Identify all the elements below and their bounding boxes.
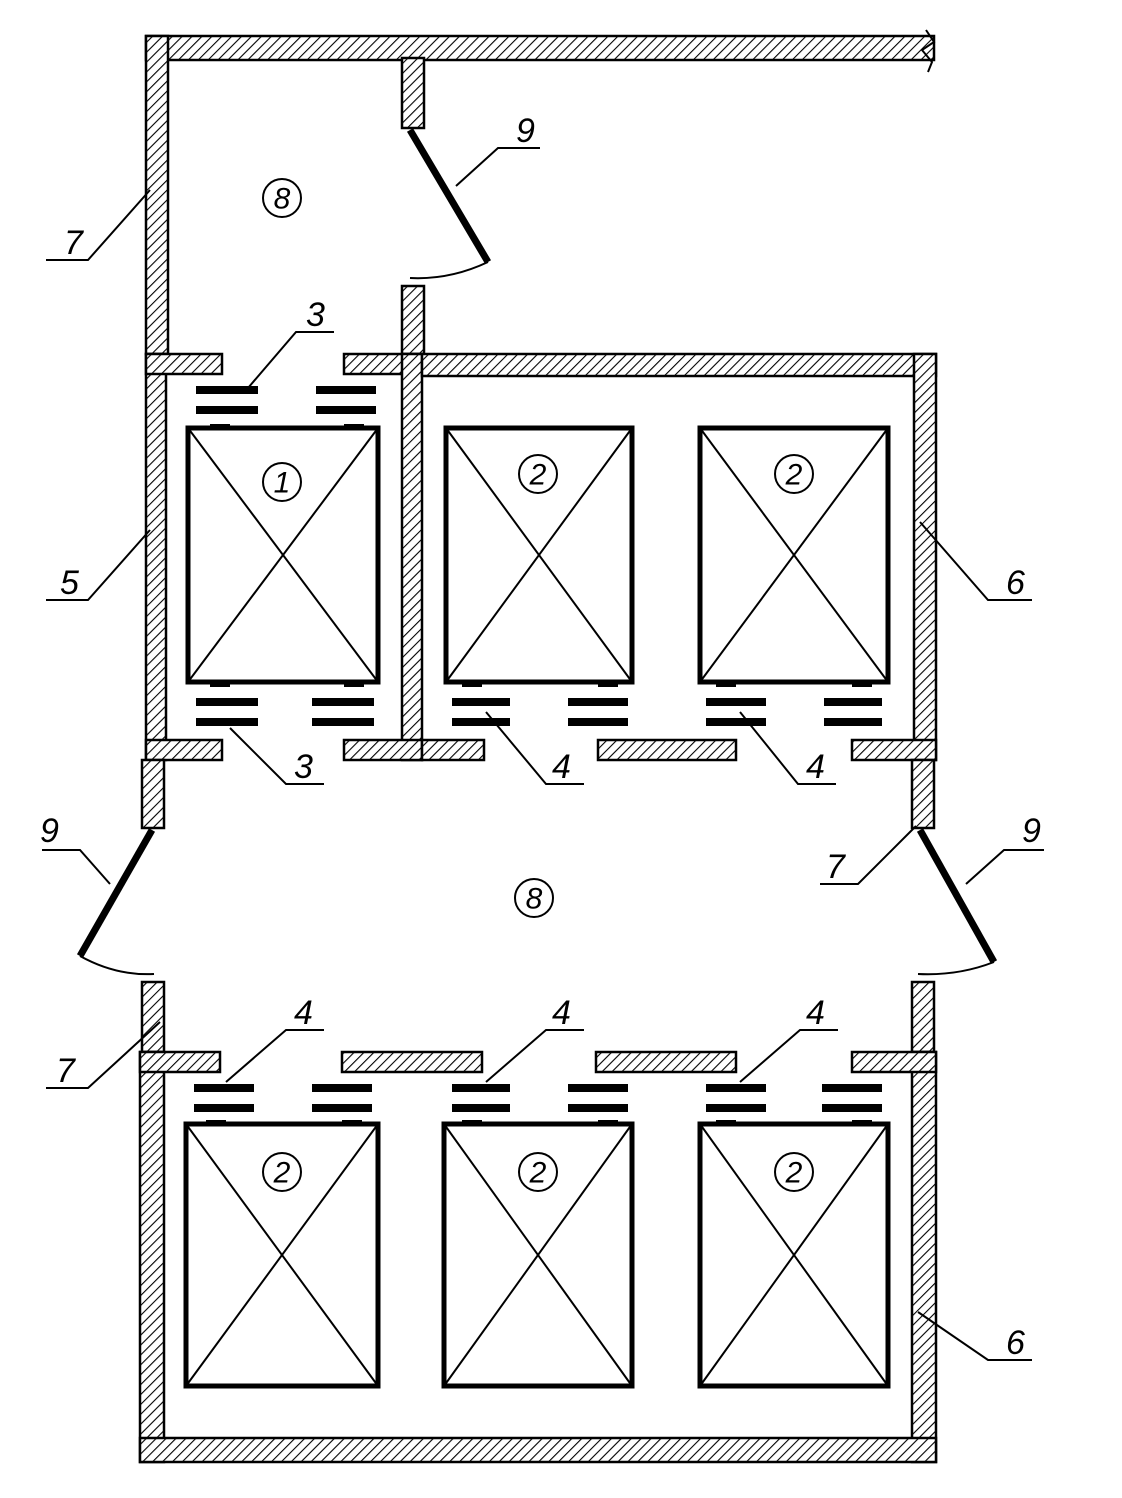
elevator-doors <box>194 386 882 1125</box>
label-door-upper-a: 4 <box>552 748 571 786</box>
label-wall-mid-right: 7 <box>826 848 846 886</box>
label-wall-right-lower: 6 <box>1006 1324 1025 1362</box>
label-door-top: 9 <box>516 112 535 150</box>
elevator-shafts <box>183 425 891 1389</box>
fire-shaft-top-ledge-left <box>144 352 224 376</box>
room-label-shaft-fire: 1 <box>274 467 291 500</box>
swing-doors <box>76 128 998 976</box>
fire-elevator-shaft <box>185 425 381 685</box>
label-door-right: 9 <box>1022 812 1041 850</box>
top-partition-lower <box>400 284 426 356</box>
firewall-left <box>144 352 168 762</box>
top-partition-upper <box>400 56 426 130</box>
fire-shaft-bottom-ledge-right <box>342 738 424 762</box>
label-door-elev-bottom: 3 <box>294 748 313 786</box>
mid-right-stub-upper <box>910 758 936 830</box>
top-left-wall <box>144 34 170 356</box>
passenger-shaft-upper-2 <box>697 425 891 685</box>
room-label-shaft-u1: 2 <box>529 459 547 492</box>
passenger-shaft-lower-2 <box>441 1121 635 1389</box>
lower-right-wall <box>910 1050 938 1464</box>
mid-left-stub-lower <box>140 980 166 1054</box>
upper-bottom-ledge-b <box>596 738 738 762</box>
walls <box>138 34 938 1464</box>
upper-block-top-wall <box>420 352 938 378</box>
top-wall <box>144 34 936 62</box>
label-firewall-left: 5 <box>60 564 79 602</box>
label-wall-top-left: 7 <box>64 224 84 262</box>
passenger-shaft-lower-3 <box>697 1121 891 1389</box>
mid-left-stub-upper <box>140 758 166 830</box>
room-label-shaft-l2: 2 <box>529 1157 547 1190</box>
room-label-lobby-middle: 8 <box>526 883 543 916</box>
label-wall-right-upper: 6 <box>1006 564 1025 602</box>
fire-shaft-bottom-ledge-left <box>144 738 224 762</box>
label-door-upper-b: 4 <box>806 748 825 786</box>
room-label-lobby-top: 8 <box>274 183 291 216</box>
upper-block-right-wall <box>912 352 938 762</box>
lower-top-ledge-c <box>594 1050 738 1074</box>
room-label-shaft-l1: 2 <box>273 1157 291 1190</box>
lower-bottom-wall <box>138 1436 938 1464</box>
leader-lines <box>42 147 1044 1361</box>
lower-left-wall <box>138 1050 166 1464</box>
mid-right-stub-lower <box>910 980 936 1054</box>
room-label-shaft-l3: 2 <box>785 1157 803 1190</box>
upper-bottom-ledge-a <box>420 738 486 762</box>
room-label-shaft-u2: 2 <box>785 459 803 492</box>
label-door-lower-c: 4 <box>806 994 825 1032</box>
room-markers <box>262 178 814 1192</box>
label-door-lower-b: 4 <box>552 994 571 1032</box>
lower-top-ledge-d <box>850 1050 938 1074</box>
lower-top-ledge-a <box>138 1050 222 1074</box>
label-wall-mid-left: 7 <box>56 1052 76 1090</box>
wall-break-mark <box>920 29 936 73</box>
passenger-shaft-upper-1 <box>443 425 635 685</box>
fire-shaft-right-wall <box>400 352 424 762</box>
upper-bottom-ledge-c <box>850 738 938 762</box>
label-door-lower-a: 4 <box>294 994 313 1032</box>
label-door-left: 9 <box>40 812 59 850</box>
passenger-shaft-lower-1 <box>183 1121 381 1389</box>
label-door-elev-top: 3 <box>306 296 325 334</box>
lower-top-ledge-b <box>340 1050 484 1074</box>
